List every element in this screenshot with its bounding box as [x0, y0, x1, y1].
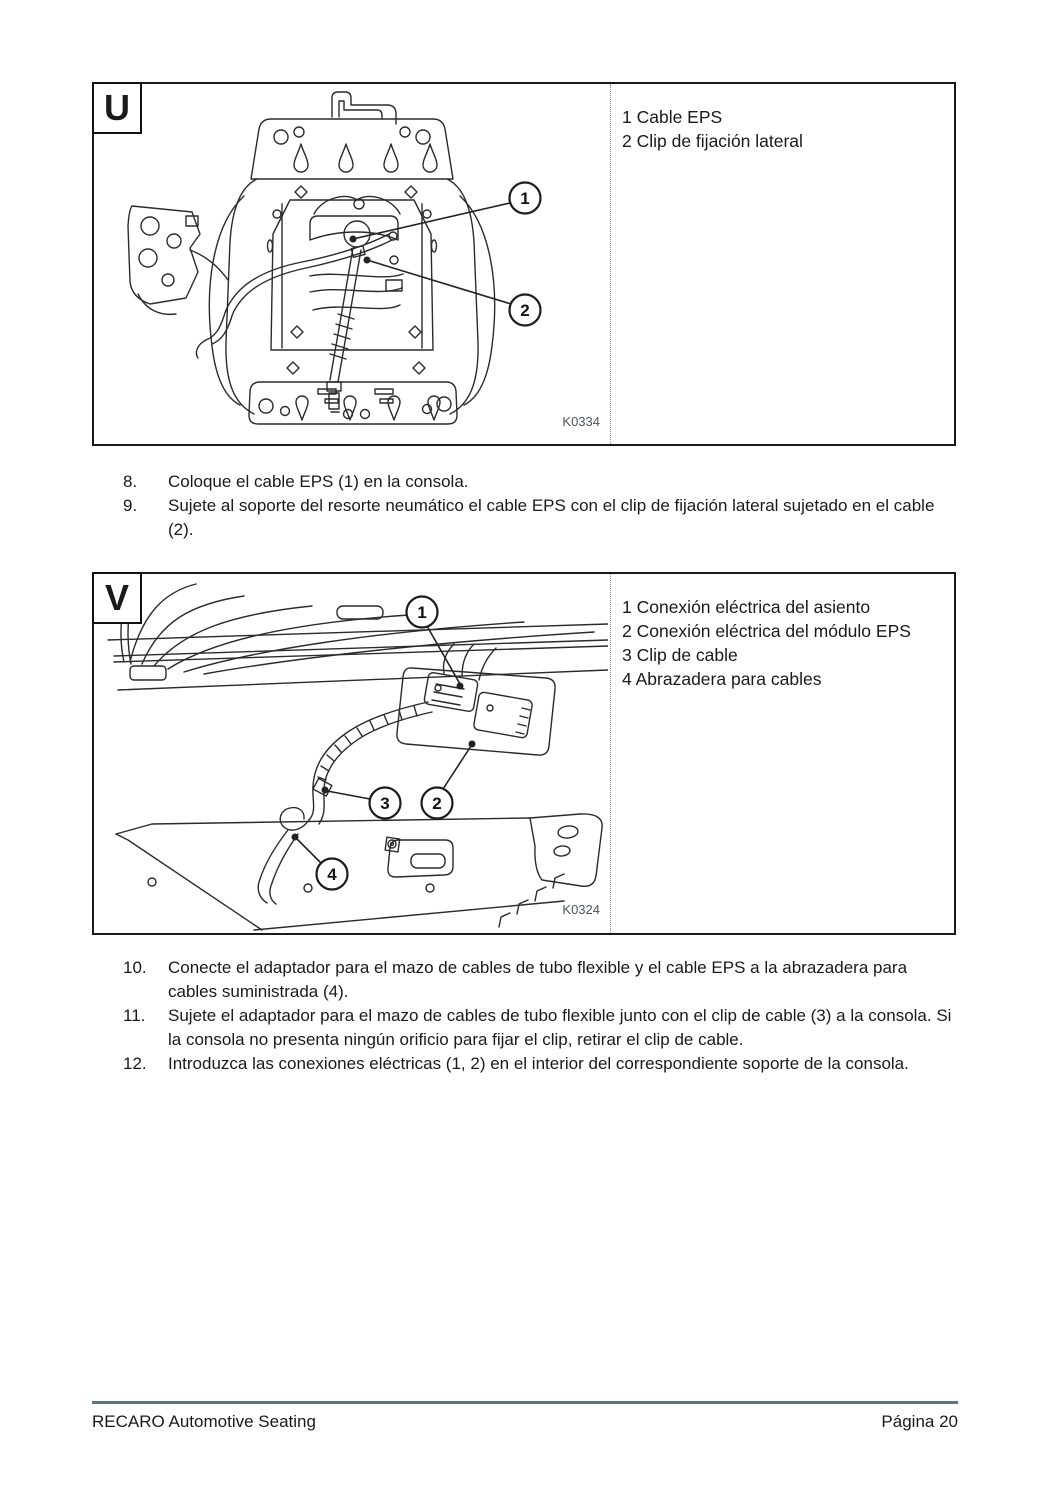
legend-line: 4 Abrazadera para cables: [622, 669, 822, 689]
figure-v-code: K0324: [562, 902, 600, 917]
figure-u-label: U: [92, 82, 142, 134]
step-12: 12. Introduzca las conexiones eléctricas…: [92, 1052, 958, 1076]
step-number: 9.: [123, 496, 138, 515]
step-number: 10.: [123, 958, 147, 977]
callout-2-number: 2: [432, 794, 441, 813]
callout-3-circle: [368, 786, 402, 820]
figure-v-callouts: 1 2 3 4: [291, 595, 476, 891]
legend-line: 3 Clip de cable: [622, 645, 738, 665]
step-text: Coloque el cable EPS (1) en la consola.: [168, 472, 469, 491]
step-text: Conecte el adaptador para el mazo de cab…: [168, 958, 908, 1001]
callout-2-number: 2: [520, 301, 529, 320]
console-cable-diagram: 1 2 3 4: [107, 583, 608, 931]
figure-u-separator: [610, 84, 611, 444]
callout-1-number: 1: [520, 189, 529, 208]
step-11: 11. Sujete el adaptador para el mazo de …: [92, 1004, 958, 1052]
callout-4-circle: [315, 857, 349, 891]
figure-v-legend: 1 Conexión eléctrica del asiento 2 Conex…: [622, 595, 911, 691]
callout-1-number: 1: [417, 603, 426, 622]
figure-u-legend: 1 Cable EPS 2 Clip de fijación lateral: [622, 105, 803, 153]
footer-rule: [92, 1401, 958, 1404]
callout-2-circle: [508, 293, 542, 327]
figure-v-box: V: [92, 572, 956, 935]
step-number: 12.: [123, 1054, 147, 1073]
footer-page-number: Página 20: [881, 1412, 958, 1431]
callout-3-number: 3: [380, 794, 389, 813]
legend-line: 1 Conexión eléctrica del asiento: [622, 597, 871, 617]
step-text: Introduzca las conexiones eléctricas (1,…: [168, 1054, 909, 1073]
figure-u-code: K0334: [562, 414, 600, 429]
step-9: 9. Sujete al soporte del resorte neumáti…: [92, 494, 958, 542]
instruction-list-8-9: 8. Coloque el cable EPS (1) en la consol…: [92, 470, 958, 542]
figure-v-label: V: [92, 572, 142, 624]
step-number: 8.: [123, 472, 138, 491]
instruction-list-10-12: 10. Conecte el adaptador para el mazo de…: [92, 956, 958, 1076]
step-text: Sujete el adaptador para el mazo de cabl…: [168, 1006, 952, 1049]
seat-frame-drawing: [127, 91, 496, 425]
figure-v-separator: [610, 574, 611, 933]
console-drawing: [107, 583, 608, 931]
step-text: Sujete al soporte del resorte neumático …: [168, 496, 935, 539]
figure-u-box: U: [92, 82, 956, 446]
figure-u-callouts: 1 2: [349, 181, 542, 327]
seat-frame-diagram: 1 2: [127, 91, 542, 425]
callout-1-circle: [405, 595, 439, 629]
step-8: 8. Coloque el cable EPS (1) en la consol…: [92, 470, 958, 494]
page-footer: RECARO Automotive Seating Página 20: [92, 1412, 958, 1432]
callout-2-circle: [420, 786, 454, 820]
callout-1-circle: [508, 181, 542, 215]
legend-line: 1 Cable EPS: [622, 107, 723, 127]
step-10: 10. Conecte el adaptador para el mazo de…: [92, 956, 958, 1004]
legend-line: 2 Conexión eléctrica del módulo EPS: [622, 621, 911, 641]
footer-company: RECARO Automotive Seating: [92, 1412, 316, 1431]
step-number: 11.: [123, 1006, 146, 1025]
callout-4-number: 4: [327, 865, 337, 884]
legend-line: 2 Clip de fijación lateral: [622, 131, 803, 151]
